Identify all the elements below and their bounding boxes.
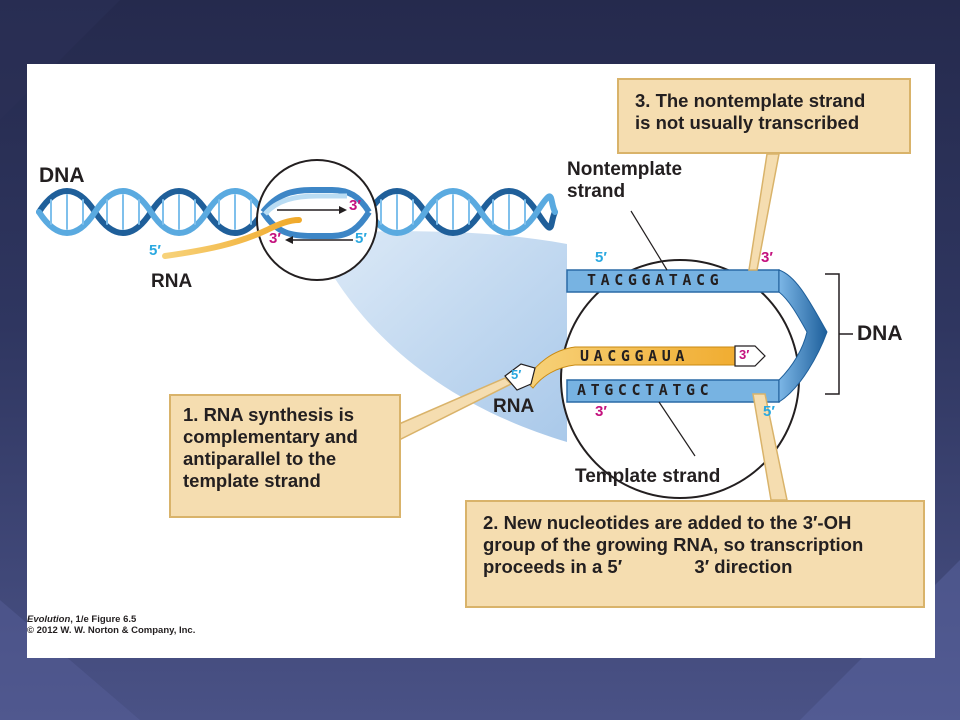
dna-helix-right	[366, 188, 558, 236]
callout-1-line-1: 1. RNA synthesis is	[183, 404, 355, 425]
callout-2-line-3a: proceeds in a 5′	[483, 556, 623, 577]
rna-strand-small	[162, 217, 302, 259]
callout-1: 1. RNA synthesis is complementary and an…	[169, 394, 401, 518]
callout-2-line-2: group of the growing RNA, so transcripti…	[483, 534, 864, 555]
template-strand-label: Template strand	[575, 466, 721, 487]
callout-1-line-2: complementary and	[183, 426, 358, 447]
template-sequence: ATGCCTATGC	[577, 381, 714, 399]
callout-2-line-3: proceeds in a 5′ 3′ direction	[483, 556, 907, 578]
dna-label-left: DNA	[39, 164, 85, 187]
zoom-circle	[398, 153, 853, 501]
nontemplate-strand-label: Nontemplate strand	[567, 159, 683, 202]
callout-1-line-3: antiparallel to the	[183, 448, 337, 469]
transcription-bubble	[256, 159, 378, 281]
callout-1-line-4: template strand	[183, 470, 321, 491]
nontemplate-sequence: TACGGATACG	[587, 271, 724, 289]
rna-zoom-3-prime: 3′	[739, 347, 750, 362]
transcription-figure	[36, 153, 853, 584]
rna-5-prime-label: 5′	[149, 242, 161, 259]
nontemplate-5-prime: 5′	[595, 249, 607, 266]
nontemplate-3-prime: 3′	[761, 249, 773, 266]
bubble-top-3-prime: 3′	[349, 197, 361, 214]
bubble-bottom-3-prime: 3′	[269, 230, 281, 247]
dna-label-right: DNA	[857, 322, 903, 345]
rna-zoom-5-prime: 5′	[511, 367, 522, 382]
slide-panel: DNA RNA 5′ 3′ 3′ 5′ Nontemplate strand T…	[27, 64, 935, 658]
callout-2-line-3b: 3′ direction	[694, 556, 793, 577]
rna-sequence: UACGGAUA	[580, 347, 690, 365]
bubble-bottom-5-prime: 5′	[355, 230, 367, 247]
callout-2-line-1: 2. New nucleotides are added to the 3′-O…	[483, 512, 852, 533]
template-5-prime: 5′	[763, 403, 775, 420]
credit-copyright: © 2012 W. W. Norton & Company, Inc.	[27, 625, 196, 636]
credit-edition: , 1/e Figure 6.5	[70, 614, 137, 625]
rna-label-left: RNA	[151, 271, 193, 292]
figure-credit: Evolution, 1/e Figure 6.5 © 2012 W. W. N…	[27, 614, 195, 636]
callout-3: 3. The nontemplate strand is not usually…	[617, 78, 911, 154]
credit-book: Evolution	[27, 614, 71, 625]
callout-3-line-2: is not usually transcribed	[635, 112, 860, 133]
template-3-prime: 3′	[595, 403, 607, 420]
callout-3-line-1: 3. The nontemplate strand	[635, 90, 866, 111]
callout-2: 2. New nucleotides are added to the 3′-O…	[465, 500, 925, 608]
dna-helix-left	[36, 188, 266, 236]
rna-label-zoom: RNA	[493, 396, 535, 417]
